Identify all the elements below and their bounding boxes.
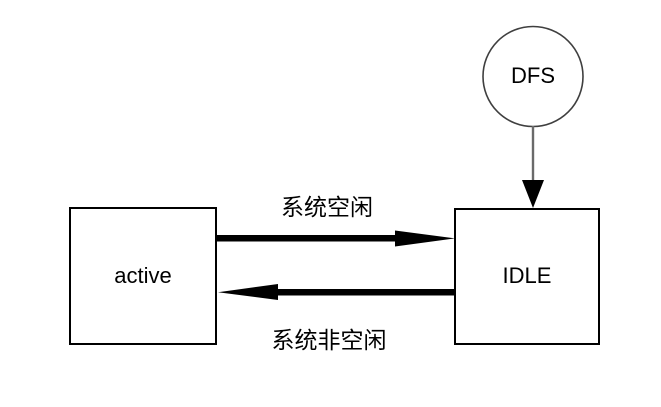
edge-idle-to-active-arrowhead [218, 284, 278, 300]
node-active-box[interactable] [69, 207, 217, 345]
edge-dfs-to-idle-arrowhead [522, 180, 544, 208]
node-idle-box[interactable] [454, 208, 600, 345]
edge-active-to-idle-shaft [217, 235, 402, 242]
edge-active-to-idle-arrowhead [395, 230, 455, 247]
edge-idle-to-active-shaft [272, 289, 455, 296]
node-dfs-circle[interactable] [482, 25, 584, 128]
